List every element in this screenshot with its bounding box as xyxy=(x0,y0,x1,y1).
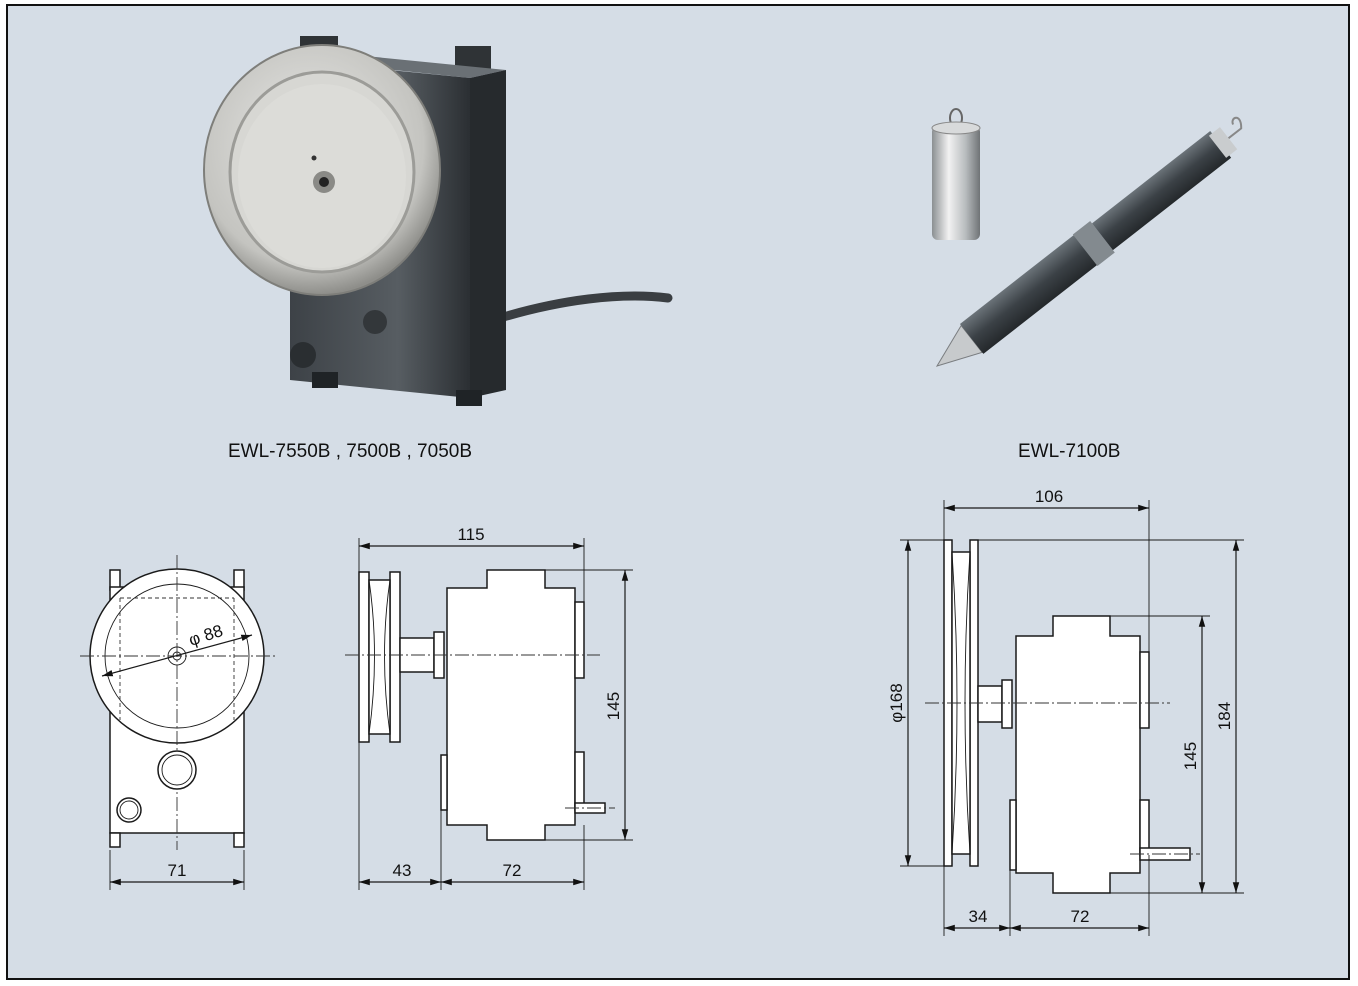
small-height-label: 145 xyxy=(604,692,623,720)
large-pulley-section-label: 34 xyxy=(969,907,988,926)
probe-and-weight-photo xyxy=(931,108,1243,367)
small-pulley-section-label: 43 xyxy=(393,861,412,880)
large-side-view-drawing xyxy=(900,500,1244,936)
large-length-label: 106 xyxy=(1035,487,1063,506)
left-model-caption: EWL-7550B , 7500B , 7050B xyxy=(228,441,472,462)
right-model-caption: EWL-7100B xyxy=(1018,441,1120,462)
large-diameter-label: φ168 xyxy=(887,683,906,722)
small-side-view-drawing xyxy=(345,538,633,890)
large-overall-height-label: 184 xyxy=(1215,702,1234,730)
large-body-depth-label: 72 xyxy=(1071,907,1090,926)
front-view-drawing xyxy=(80,555,275,890)
small-length-label: 115 xyxy=(457,525,484,544)
large-body-height-label: 145 xyxy=(1181,742,1200,770)
front-width-label: 71 xyxy=(168,861,187,880)
sensor-unit-photo xyxy=(203,36,673,406)
small-body-depth-label: 72 xyxy=(503,861,522,880)
